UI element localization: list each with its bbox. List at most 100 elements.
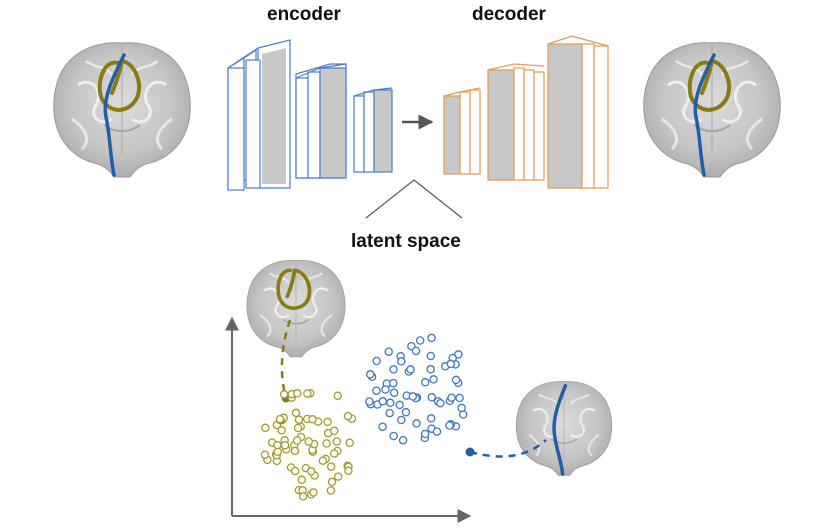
olive-scatter-point (294, 415, 304, 424)
olive-scatter-point (277, 426, 286, 435)
olive-scatter-point (279, 390, 289, 399)
blue-selected-point (465, 447, 475, 457)
blue-scatter-point (401, 408, 411, 417)
olive-scatter-point (291, 408, 301, 418)
encoder-label: encoder (267, 4, 341, 25)
blue-scatter-point (378, 422, 387, 431)
olive-scatter-point (290, 466, 300, 476)
olive-scatter-point (322, 439, 331, 448)
blue-scatter-point (446, 359, 456, 369)
olive-scatter-point (303, 389, 312, 398)
blue-tract (693, 53, 716, 177)
blue-scatter-point (386, 398, 395, 408)
blue-sample-brain (515, 380, 613, 477)
blue-scatter-point (366, 370, 375, 379)
decoder-block-1 (443, 87, 481, 175)
olive-tract (276, 268, 312, 310)
decoder-block-2 (487, 63, 545, 181)
input-brain (52, 41, 192, 179)
blue-scatter-point (381, 385, 390, 394)
latent-bracket (365, 179, 463, 219)
blue-scatter-point (436, 398, 445, 408)
olive-scatter-point (260, 450, 270, 459)
blue-scatter-point (451, 375, 461, 385)
olive-scatter-point (292, 436, 302, 445)
olive-scatter-point (345, 438, 354, 447)
olive-scatter-point (333, 472, 343, 481)
blue-scatter-point (372, 386, 381, 395)
blue-scatter-point (389, 431, 398, 441)
blue-scatter-point (429, 375, 438, 384)
olive-scatter-point (326, 486, 336, 495)
output-brain (642, 41, 782, 179)
decoder-block-3 (547, 35, 609, 189)
blue-scatter-point (372, 356, 381, 366)
blue-scatter-point (427, 393, 437, 402)
blue-scatter-point (397, 415, 406, 425)
blue-scatter-point (457, 403, 466, 413)
decoder-layers (443, 35, 609, 189)
blue-tract (103, 53, 126, 177)
blue-scatter-point (420, 429, 430, 439)
blue-scatter-point (426, 365, 435, 374)
decoder-label: decoder (472, 4, 546, 25)
blue-scatter-point (408, 392, 418, 401)
olive-scatter-point (326, 462, 336, 471)
blue-scatter-point (455, 393, 464, 403)
olive-scatter-point (293, 423, 303, 433)
olive-scatter-point (280, 440, 290, 450)
blue-scatter-point (427, 333, 436, 343)
olive-scatter-point (333, 391, 342, 400)
olive-scatter-point (330, 449, 339, 458)
olive-scatter-point (290, 446, 300, 456)
olive-scatter-point (318, 456, 328, 465)
olive-cluster (260, 388, 357, 501)
blue-scatter-point (412, 419, 421, 428)
blue-scatter-point (445, 421, 454, 430)
olive-scatter-point (261, 423, 270, 433)
olive-tract (687, 58, 731, 112)
olive-scatter-point (332, 437, 342, 446)
blue-scatter-point (406, 365, 415, 374)
blue-connector (469, 439, 547, 458)
blue-scatter-point (389, 378, 398, 388)
encoder-block-3 (353, 87, 393, 173)
olive-scatter-point (297, 475, 307, 485)
blue-cluster (365, 333, 468, 445)
olive-scatter-point (344, 466, 353, 476)
blue-scatter-point (447, 393, 456, 402)
blue-scatter-point (385, 408, 394, 418)
blue-scatter-point (384, 347, 393, 356)
olive-scatter-point (275, 414, 285, 424)
olive-scatter-point (323, 417, 332, 427)
blue-scatter-point (454, 350, 463, 359)
blue-tract (552, 384, 568, 476)
olive-scatter-point (343, 411, 353, 421)
olive-scatter-point (306, 467, 316, 476)
brain-slice-icon (515, 380, 613, 477)
olive-sample-brain (245, 259, 347, 358)
olive-connector (280, 319, 292, 399)
latent-axes (225, 316, 472, 523)
blue-scatter-point (420, 378, 430, 387)
blue-scatter-point (395, 400, 404, 410)
olive-scatter-point (309, 488, 318, 497)
olive-scatter-point (273, 440, 282, 450)
blue-scatter-point (415, 336, 425, 345)
blue-scatter-point (426, 351, 436, 361)
latent-space-label: latent space (351, 231, 461, 252)
blue-scatter-point (389, 388, 399, 397)
blue-scatter-point (365, 397, 374, 406)
encoder-layers (227, 39, 393, 192)
blue-scatter-point (389, 365, 398, 374)
blue-scatter-point (411, 346, 421, 356)
encoder-block-2 (295, 63, 347, 179)
olive-scatter-point (330, 426, 339, 436)
encoder-block-1 (227, 39, 291, 192)
blue-scatter-point (378, 397, 388, 406)
olive-scatter-point (293, 389, 302, 398)
blue-scatter-point (398, 435, 408, 445)
olive-scatter-point (298, 492, 308, 501)
olive-scatter-point (327, 477, 337, 487)
